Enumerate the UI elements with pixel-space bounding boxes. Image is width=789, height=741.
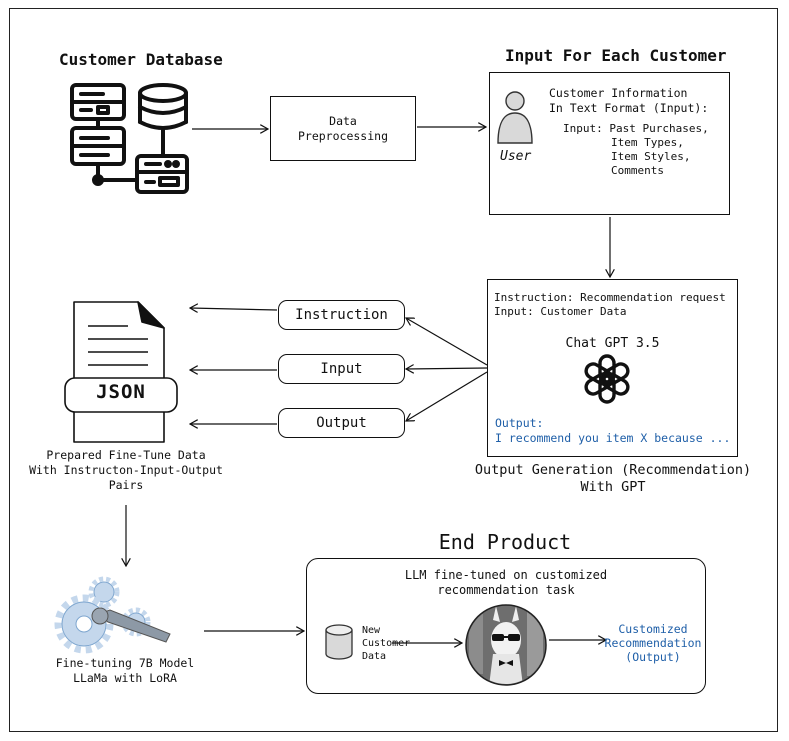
user-label: User — [500, 149, 532, 164]
customer-database-title: Customer Database — [59, 50, 223, 69]
preprocess-label-line2: Preprocessing — [297, 129, 388, 143]
gpt-output-text: I recommend you item X because ... — [495, 431, 731, 445]
new-data-line2: Customer — [362, 638, 411, 649]
gpt-model-name: Chat GPT 3.5 — [565, 336, 660, 351]
gpt-input-line: Input: Customer Data — [494, 305, 627, 318]
gears-wrench-icon — [54, 576, 171, 654]
database-server-icon — [70, 83, 189, 194]
instruction-pill: Instruction — [278, 300, 405, 330]
info-line2: In Text Format (Input): — [549, 101, 709, 115]
new-data-line3: Data — [362, 651, 387, 662]
input-line1: Input: Past Purchases, — [563, 122, 709, 135]
gpt-output-label: Output: — [495, 416, 544, 430]
finetune-line1: Fine-tuning 7B Model — [55, 656, 195, 670]
info-line1: Customer Information — [549, 86, 688, 100]
arrow-instruction-to-json — [190, 308, 278, 310]
output-pill: Output — [278, 408, 405, 438]
arrow-gpt-to-instruction — [406, 318, 488, 366]
database-cylinder-icon — [325, 624, 353, 660]
llama-avatar-icon — [465, 604, 547, 686]
input-section-title: Input For Each Customer — [505, 46, 727, 65]
arrow-gpt-to-output — [406, 371, 488, 421]
customized-output-line1: Customized — [618, 622, 688, 636]
chatgpt-logo-icon — [584, 354, 630, 404]
user-icon — [497, 91, 533, 144]
diagram-frame — [9, 8, 778, 732]
json-document-icon — [64, 301, 178, 443]
end-product-title: End Product — [438, 530, 572, 554]
json-badge: JSON — [96, 381, 146, 403]
json-caption-line1: Prepared Fine-Tune Data — [46, 448, 206, 462]
customized-output-line2: Recommendation — [604, 636, 702, 650]
new-data-line1: New — [362, 625, 381, 636]
end-subtitle-line2: recommendation task — [437, 583, 575, 597]
input-line4: Comments — [611, 164, 664, 177]
preprocess-label-line1: Data — [329, 114, 357, 128]
arrow-gpt-to-input — [406, 368, 488, 369]
gpt-instruction-line: Instruction: Recommendation request — [494, 291, 726, 304]
json-caption-line2: With Instructon-Input-Output — [29, 463, 223, 477]
input-line2: Item Types, — [611, 136, 684, 149]
input-line3: Item Styles, — [611, 150, 691, 163]
finetune-line2: LLaMa with LoRA — [73, 671, 177, 685]
end-subtitle-line1: LLM fine-tuned on customized — [404, 568, 608, 582]
gpt-caption-line1: Output Generation (Recommendation) — [474, 462, 752, 478]
end-product-box — [306, 558, 706, 694]
gpt-caption-line2: With GPT — [580, 479, 646, 495]
json-caption-line3: Pairs — [108, 478, 144, 492]
customized-output-line3: (Output) — [625, 650, 681, 664]
input-pill: Input — [278, 354, 405, 384]
data-preprocessing-box — [270, 96, 416, 161]
